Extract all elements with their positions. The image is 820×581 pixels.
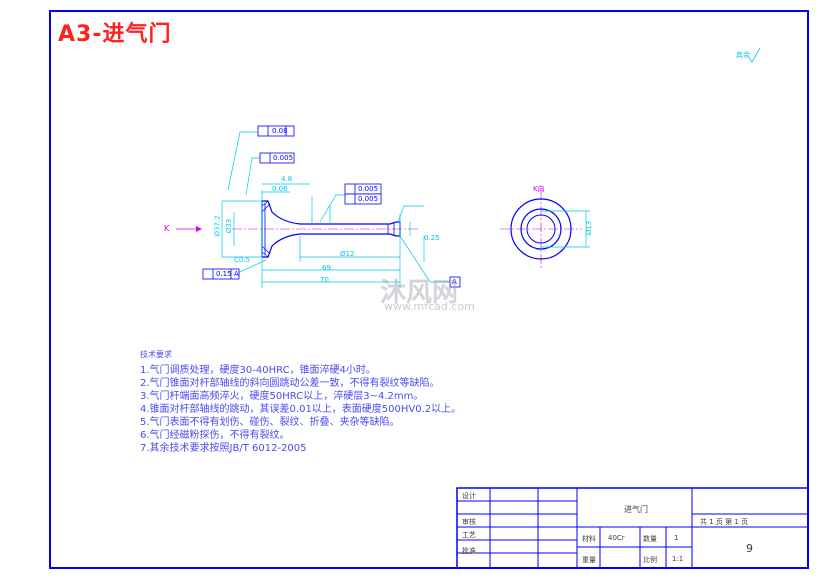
sheet-frame — [49, 10, 809, 569]
hatch-line — [261, 203, 271, 213]
quantity-label: 数量 — [643, 535, 657, 543]
leader-line — [227, 131, 258, 191]
drawing-number: 9 — [746, 542, 753, 555]
tech-requirement-item: 1.气门调质处理，硬度30-40HRC，锥面淬硬4小时。 — [140, 365, 376, 376]
dimension-text: Ø33 — [225, 218, 234, 234]
tolerance-frame-2 — [259, 152, 295, 164]
tolerance-value: 0.005 — [358, 195, 379, 203]
tolerance-value: 0.005 — [358, 185, 379, 193]
dimension-text: Ø37.2 — [213, 215, 222, 237]
tolerance-value: 0.005 — [273, 154, 294, 162]
hatch-line — [261, 251, 269, 258]
dimension-text: 0.06 — [272, 185, 288, 193]
tech-requirement-item: 2.气门锥面对杆部轴线的斜向圆跳动公差一致，不得有裂纹等缺陷。 — [140, 378, 440, 389]
drawing-title: A3-进气门 — [58, 22, 172, 47]
hatch-line — [261, 200, 269, 207]
leader-line — [397, 205, 424, 223]
material-value: 40Cr — [608, 534, 625, 542]
roughness-note: 其余 — [736, 51, 750, 59]
view-arrow-k — [176, 226, 202, 232]
tech-requirement-item: 6.气门经磁粉探伤，不得有裂纹。 — [140, 430, 290, 441]
valve-front-view — [232, 200, 420, 258]
title-block-row-label: 设计 — [462, 492, 476, 500]
tolerance-frame-5 — [202, 268, 240, 280]
tolerance-frame-4 — [344, 193, 382, 205]
title-block-row-label: 工艺 — [462, 531, 476, 539]
dimension-text: C0.5 — [234, 256, 251, 264]
quantity-value: 1 — [674, 534, 679, 542]
dimension-text: 69 — [322, 264, 331, 272]
dimension-text: 70 — [320, 276, 329, 284]
part-name: 进气门 — [624, 505, 648, 514]
view-arrow-head — [196, 226, 202, 232]
outer-circle — [510, 198, 572, 260]
hatch-line — [261, 245, 271, 255]
tech-requirements-heading: 技术要求 — [140, 350, 172, 359]
middle-circle — [520, 208, 562, 250]
datum-label: A — [452, 278, 457, 286]
tech-requirement-item: 4.锥面对杆部轴线的跳动，其误差0.01以上，表面硬度500HV0.2以上。 — [140, 404, 462, 415]
title-block-border — [456, 487, 809, 569]
watermark-brand: 沐风网 — [380, 278, 459, 308]
dimension-text: 0.25 — [424, 234, 440, 242]
dimension-text: 4.8 — [281, 175, 293, 183]
valve-side-view — [500, 190, 590, 270]
title-block-row-label: 批准 — [462, 547, 476, 555]
dimension-text: Ø13 — [585, 220, 594, 236]
dimension-text: Ø12 — [340, 250, 355, 258]
datum-label: A — [234, 270, 239, 278]
dimension-lines — [218, 131, 450, 288]
datum-a-box — [449, 276, 461, 288]
leader-line — [245, 157, 260, 196]
sheet-info: 共 1 页 第 1 页 — [700, 518, 749, 526]
tech-requirement-item: 5.气门表面不得有划伤、碰伤、裂纹、折叠、夹杂等缺陷。 — [140, 417, 400, 428]
tolerance-frames — [202, 125, 461, 288]
roughness-check — [747, 47, 761, 63]
tech-requirement-item: 7.其余技术要求按照JB/T 6012-2005 — [140, 443, 307, 454]
tolerance-value: 0.08 — [272, 127, 288, 135]
scale-value: 1:1 — [672, 555, 684, 563]
inner-circle — [526, 214, 556, 244]
leader-line — [399, 235, 450, 283]
title-block-row-label: 审核 — [462, 518, 476, 526]
watermark-url: www.mfcad.com — [384, 300, 475, 313]
tech-requirement-item: 3.气门杆端面高频淬火，硬度50HRC以上，淬硬层3~4.2mm。 — [140, 391, 424, 402]
material-label: 材料 — [582, 535, 596, 543]
tolerance-value: 0.15 — [216, 270, 232, 278]
view-label-k-direction: K向 — [533, 185, 545, 193]
title-block-grid — [456, 487, 809, 569]
roughness-symbol — [747, 47, 761, 63]
leader-line — [319, 194, 345, 223]
scale-label: 比例 — [643, 556, 657, 564]
weight-label: 重量 — [582, 556, 596, 564]
tech-requirements: 技术要求 1.气门调质处理，硬度30-40HRC，锥面淬硬4小时。 2.气门锥面… — [140, 348, 461, 455]
tolerance-frame-1 — [257, 125, 295, 137]
view-label-k: K — [164, 224, 170, 233]
